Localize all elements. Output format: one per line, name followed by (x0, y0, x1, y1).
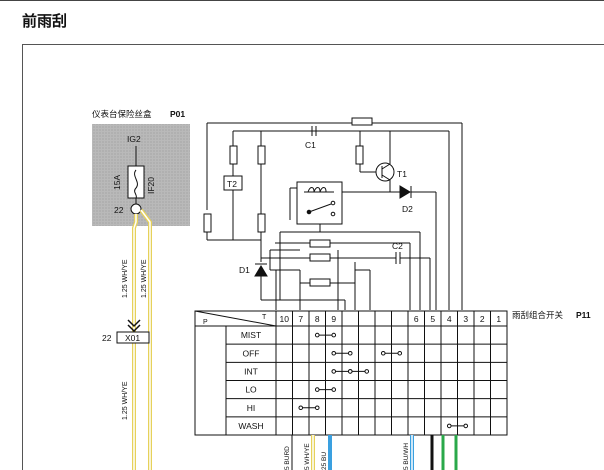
top-rule (0, 0, 604, 1)
connector-pin: 22 (102, 333, 112, 343)
row-label: OFF (243, 348, 260, 358)
switch-contacts (298, 332, 469, 429)
contact-point (314, 387, 320, 392)
column-header: 8 (315, 314, 320, 324)
switch-label: 雨刮组合开关 (512, 310, 564, 321)
contact-point (347, 350, 353, 356)
connector-code: X01 (125, 333, 140, 343)
fuse-pin-number: 22 (114, 205, 124, 215)
bottom-wires: 5 BURD 5 WH/YE 25 BU 5 BU/WH (284, 435, 458, 470)
row-label: LO (245, 385, 257, 395)
header-p: P (203, 319, 208, 326)
contact-point (314, 405, 320, 411)
column-header: 10 (280, 314, 290, 324)
label-t1: T1 (397, 169, 407, 179)
fuse-rating: 15A (112, 175, 122, 190)
label-d1: D1 (239, 265, 250, 275)
label-d2: D2 (402, 204, 413, 214)
fuse-box: 仪表台保险丝盒 P01 IG2 15A IF20 22 (92, 109, 190, 226)
contact-point (331, 369, 337, 374)
contact-point (397, 350, 403, 356)
column-header: 1 (496, 314, 501, 324)
bottom-wire-label-4: 5 BU/WH (403, 443, 410, 470)
contact-point (331, 350, 337, 356)
column-header: 2 (480, 314, 485, 324)
label-t2: T2 (227, 179, 237, 189)
contact-point (380, 350, 386, 356)
fuse-id: IF20 (146, 177, 156, 194)
wire-label-3: 1.25 WH/YE (122, 381, 129, 420)
column-header: 5 (430, 314, 435, 324)
diagram-frame (22, 44, 604, 470)
contact-point (331, 387, 337, 392)
contact-point (298, 405, 304, 411)
row-label: MIST (241, 330, 261, 340)
column-header: 7 (298, 314, 303, 324)
column-header: 3 (463, 314, 468, 324)
wire-label-1: 1.25 WH/YE (122, 259, 129, 298)
bottom-wire-label-1: 5 BURD (284, 446, 291, 470)
timer-circuit (203, 117, 463, 310)
switch-rows: MIST OFF INT LO HI WASH (226, 330, 507, 431)
switch-code: P11 (576, 310, 591, 320)
row-label: WASH (238, 421, 263, 431)
row-label: INT (244, 366, 258, 376)
contact-point (331, 332, 337, 338)
row-label: HI (247, 403, 256, 413)
page-title: 前雨刮 (22, 12, 68, 30)
contact-point (446, 423, 452, 429)
power-wires: 1.25 WH/YE 1.25 WH/YE 1.25 WH/YE (122, 208, 152, 470)
fuse-box-code: P01 (170, 109, 185, 119)
contact-point (364, 369, 370, 374)
fuse-pin-circle (130, 203, 142, 215)
switch-columns: 10 7 8 9 6 5 4 3 2 1 (280, 311, 501, 435)
bottom-wire-label-3: 25 BU (321, 452, 328, 470)
contact-point (347, 369, 353, 374)
connector-x01: X01 22 (102, 319, 150, 344)
ig2-label: IG2 (127, 134, 141, 144)
header-t: T (262, 314, 267, 321)
contact-point (314, 332, 320, 338)
label-c1: C1 (305, 140, 316, 150)
bottom-wire-label-2: 5 WH/YE (304, 443, 311, 470)
label-c2: C2 (392, 241, 403, 251)
fuse-box-label: 仪表台保险丝盒 (92, 109, 152, 120)
column-header: 9 (331, 314, 336, 324)
wire-label-2: 1.25 WH/YE (141, 259, 148, 298)
column-header: 6 (414, 314, 419, 324)
contact-point (463, 423, 469, 429)
column-header: 4 (447, 314, 452, 324)
